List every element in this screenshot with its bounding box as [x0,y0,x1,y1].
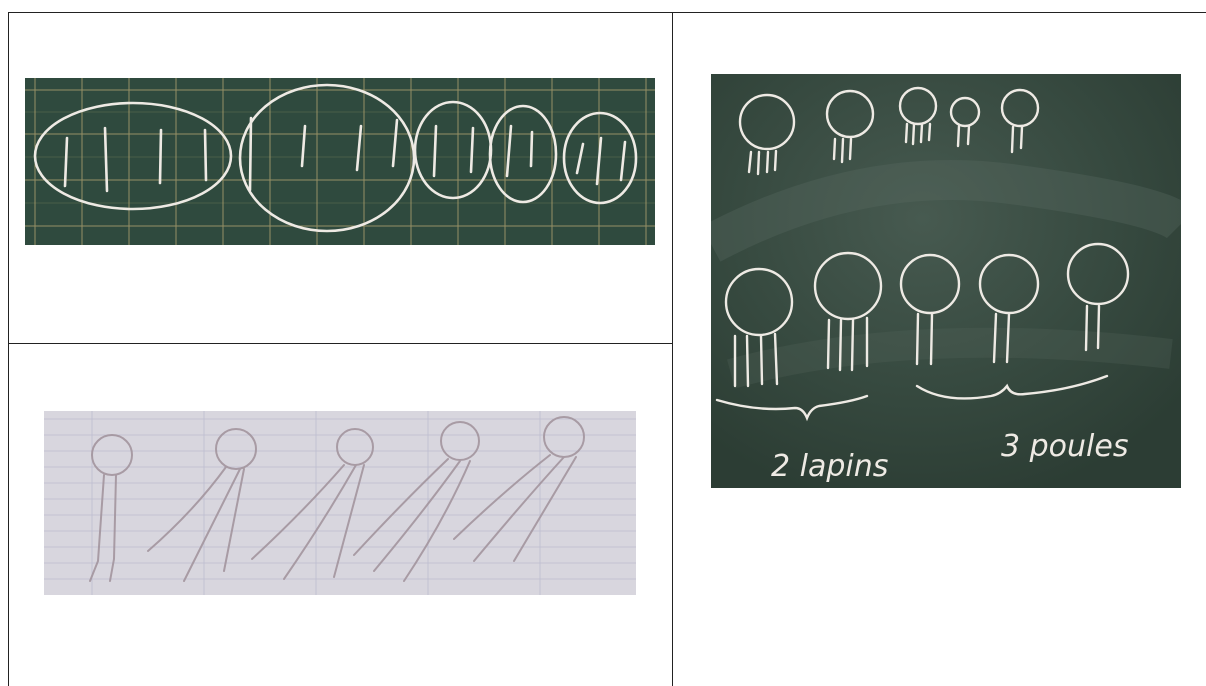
table-border-left [8,12,9,686]
caption-hens: 3 poules [1001,429,1128,464]
caption-rabbits: 2 lapins [771,449,888,484]
photo-chalkboard-groups [25,78,655,245]
photo-chalkboard-animals: 2 lapins 3 poules [711,74,1181,488]
table-divider-vertical [672,12,673,686]
table-border-top [8,12,1206,13]
photo-paper-drawing [44,411,636,595]
table-divider-horizontal [8,343,673,344]
